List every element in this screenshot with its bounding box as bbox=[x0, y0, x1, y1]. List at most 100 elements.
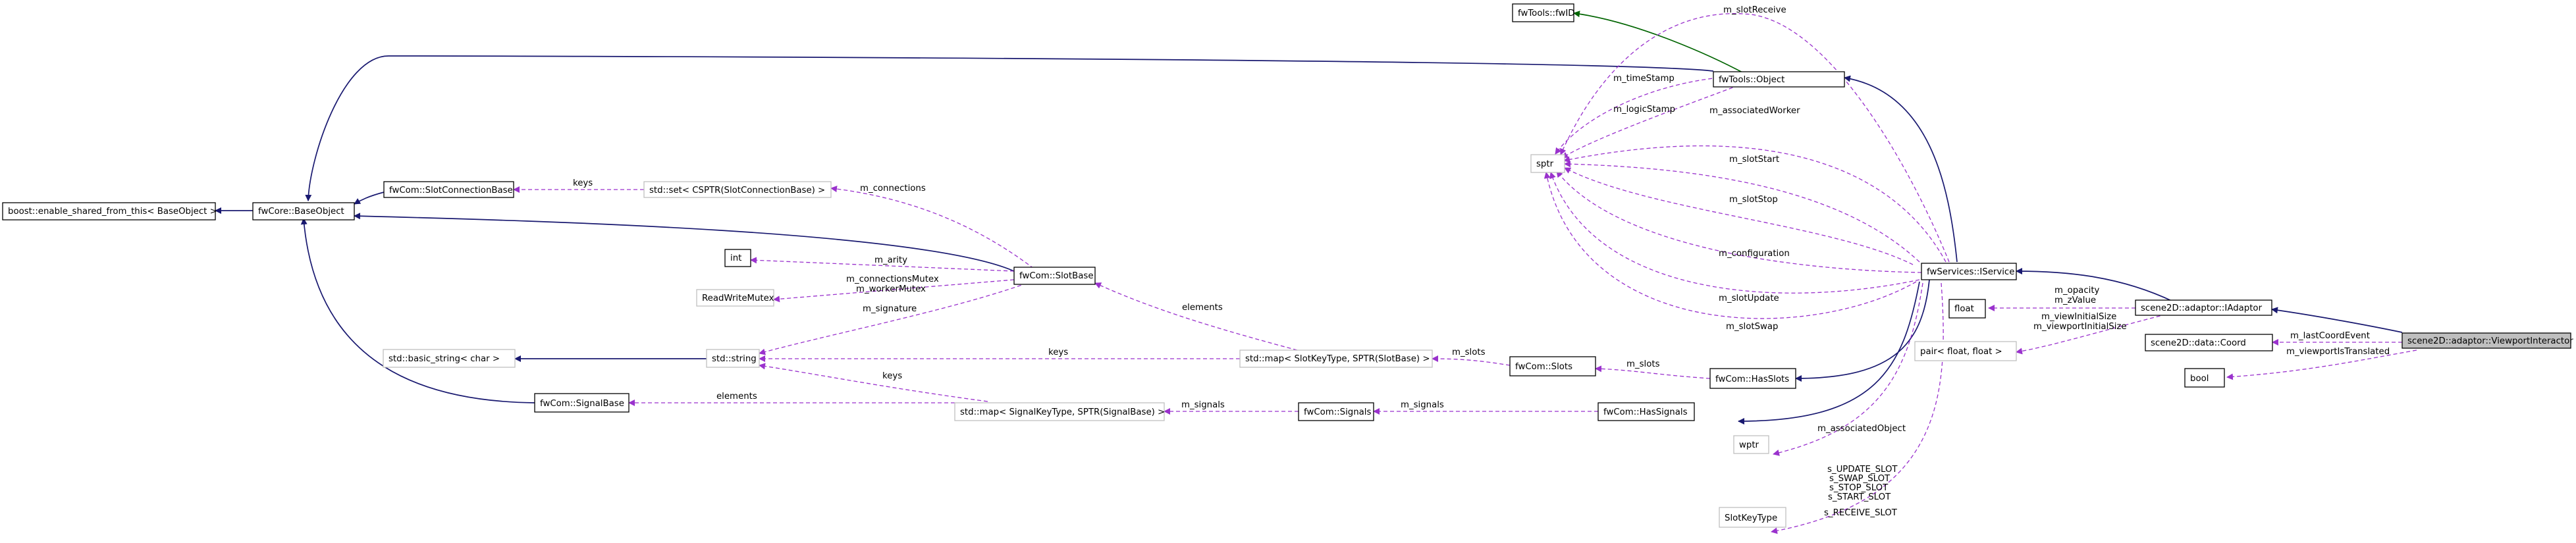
edge-use-associatedworker bbox=[1563, 145, 1946, 263]
edge-use-slotreceive bbox=[1560, 13, 1950, 263]
node-coord[interactable]: scene2D::data::Coord bbox=[2145, 334, 2273, 351]
label-m-logicstamp: m_logicStamp bbox=[1613, 105, 1675, 115]
svg-text:fwCom::SignalBase: fwCom::SignalBase bbox=[540, 399, 624, 409]
svg-text:fwCom::Slots: fwCom::Slots bbox=[1515, 362, 1572, 372]
edge-inherit-object-fwid bbox=[1573, 11, 1746, 74]
label-m-slotswap: m_slotSwap bbox=[1726, 322, 1778, 332]
label-m-slotstart: m_slotStart bbox=[1729, 155, 1779, 165]
node-object[interactable]: fwTools::Object bbox=[1713, 71, 1845, 88]
edge-use-connections bbox=[830, 186, 1034, 269]
node-base-object[interactable]: fwCore::BaseObject bbox=[252, 202, 355, 220]
label-m-signature: m_signature bbox=[863, 304, 917, 314]
node-has-slots[interactable]: fwCom::HasSlots bbox=[1709, 368, 1796, 389]
svg-text:scene2D::data::Coord: scene2D::data::Coord bbox=[2151, 338, 2246, 348]
label-s-stop-slot: s_STOP_SLOT bbox=[1829, 483, 1889, 493]
svg-text:scene2D::adaptor::ViewportInte: scene2D::adaptor::ViewportInteractor bbox=[2407, 336, 2573, 346]
svg-text:std::map< SignalKeyType, SPTR(: std::map< SignalKeyType, SPTR(SignalBase… bbox=[960, 407, 1165, 417]
node-slot-connection-base[interactable]: fwCom::SlotConnectionBase bbox=[383, 181, 514, 198]
svg-text:bool: bool bbox=[2190, 374, 2209, 384]
node-iservice[interactable]: fwServices::IService bbox=[1921, 263, 2017, 280]
svg-text:int: int bbox=[730, 253, 741, 263]
label-m-configuration: m_configuration bbox=[1719, 249, 1790, 259]
label-m-slotreceive: m_slotReceive bbox=[1723, 5, 1786, 15]
edge-use-slots-hasslots bbox=[1595, 365, 1711, 379]
label-m-signals-2: m_signals bbox=[1401, 400, 1444, 410]
label-m-workermutex: m_workerMutex bbox=[856, 284, 926, 294]
node-bool[interactable]: bool bbox=[2184, 368, 2225, 388]
edge-inherit-iservice-hasslots bbox=[1795, 279, 1930, 382]
edge-inherit-viewport-iadaptor bbox=[2271, 307, 2403, 333]
nodes: scene2D::adaptor::ViewportInteractor sce… bbox=[2, 3, 2573, 528]
node-signal-base[interactable]: fwCom::SignalBase bbox=[534, 393, 630, 413]
svg-text:std::basic_string< char >: std::basic_string< char > bbox=[389, 354, 500, 364]
edge-use-slotstop bbox=[1564, 167, 1914, 265]
edge-use-mutex bbox=[773, 279, 1015, 303]
label-keys-sigmap: keys bbox=[882, 371, 902, 381]
edge-use-arity bbox=[750, 257, 1015, 272]
edge-use-viewportistranslated bbox=[2226, 349, 2417, 380]
edge-inherit-signalbase-baseobject bbox=[300, 218, 535, 403]
svg-text:SlotKeyType: SlotKeyType bbox=[1725, 513, 1777, 523]
node-viewport-interactor[interactable]: scene2D::adaptor::ViewportInteractor bbox=[2402, 332, 2573, 349]
label-m-viewportistranslated: m_viewportIsTranslated bbox=[2286, 347, 2390, 357]
edge-use-viewsize bbox=[2016, 312, 2174, 355]
node-wptr[interactable]: wptr bbox=[1733, 435, 1769, 454]
edge-use-timestamp bbox=[1555, 77, 1719, 155]
node-pair[interactable]: pair< float, float > bbox=[1914, 341, 2017, 361]
node-map-signal[interactable]: std::map< SignalKeyType, SPTR(SignalBase… bbox=[954, 402, 1165, 421]
node-slot-key-type[interactable]: SlotKeyType bbox=[1719, 507, 1786, 528]
svg-text:float: float bbox=[1954, 304, 1974, 314]
node-string[interactable]: std::string bbox=[706, 349, 760, 368]
svg-text:ReadWriteMutex: ReadWriteMutex bbox=[702, 294, 774, 303]
edge-inherit-slotconnection-baseobject bbox=[354, 192, 385, 205]
svg-text:fwCom::HasSignals: fwCom::HasSignals bbox=[1603, 407, 1688, 417]
node-slot-base[interactable]: fwCom::SlotBase bbox=[1013, 267, 1096, 285]
node-int[interactable]: int bbox=[724, 249, 751, 267]
node-iadaptor[interactable]: scene2D::adaptor::IAdaptor bbox=[2135, 299, 2272, 316]
node-read-write-mutex[interactable]: ReadWriteMutex bbox=[696, 289, 774, 307]
svg-text:fwServices::IService: fwServices::IService bbox=[1927, 267, 2014, 277]
svg-text:fwCom::HasSlots: fwCom::HasSlots bbox=[1715, 375, 1789, 384]
edge-use-logicstamp bbox=[1561, 82, 1746, 159]
svg-text:fwCom::SlotBase: fwCom::SlotBase bbox=[1019, 271, 1094, 281]
label-m-slotstop: m_slotStop bbox=[1729, 195, 1778, 205]
node-enable-shared[interactable]: boost::enable_shared_from_this< BaseObje… bbox=[2, 202, 217, 220]
label-m-viewportinitialsize: m_viewportInitialSize bbox=[2033, 322, 2127, 332]
svg-text:wptr: wptr bbox=[1739, 440, 1759, 450]
edge-use-slots-map bbox=[1432, 355, 1511, 366]
node-sptr[interactable]: sptr bbox=[1530, 154, 1565, 173]
label-s-start-slot: s_START_SLOT bbox=[1828, 492, 1891, 502]
label-m-slots-2: m_slots bbox=[1626, 359, 1660, 369]
node-slots[interactable]: fwCom::Slots bbox=[1509, 356, 1596, 376]
node-has-signals[interactable]: fwCom::HasSignals bbox=[1597, 402, 1695, 421]
edge-inherit-iservice-object bbox=[1844, 75, 1958, 263]
node-signals[interactable]: fwCom::Signals bbox=[1298, 402, 1374, 421]
usage-edges bbox=[513, 13, 2417, 534]
edge-inherit-iadaptor-iservice bbox=[2016, 268, 2174, 302]
svg-text:fwCom::Signals: fwCom::Signals bbox=[1304, 407, 1371, 417]
label-s-swap-slot: s_SWAP_SLOT bbox=[1829, 474, 1891, 484]
node-set-cs[interactable]: std::set< CSPTR(SlotConnectionBase) > bbox=[643, 181, 832, 198]
label-m-slots-1: m_slots bbox=[1452, 348, 1486, 357]
node-map-slot[interactable]: std::map< SlotKeyType, SPTR(SlotBase) > bbox=[1239, 349, 1433, 368]
svg-text:boost::enable_shared_from_this: boost::enable_shared_from_this< BaseObje… bbox=[8, 207, 217, 217]
svg-text:std::set< CSPTR(SlotConnection: std::set< CSPTR(SlotConnectionBase) > bbox=[649, 186, 825, 195]
edge-use-keys-sigmap bbox=[759, 363, 988, 402]
edge-use-static-slots bbox=[1771, 282, 1944, 534]
label-m-viewinitialsize: m_viewInitialSize bbox=[2041, 312, 2116, 322]
label-s-receive-slot: s_RECEIVE_SLOT bbox=[1824, 508, 1898, 518]
label-elements-slot: elements bbox=[1182, 303, 1223, 313]
node-basic-string[interactable]: std::basic_string< char > bbox=[383, 349, 516, 368]
node-fwid[interactable]: fwTools::fwID bbox=[1512, 3, 1575, 22]
label-elements-sig: elements bbox=[716, 392, 757, 401]
label-s-update-slot: s_UPDATE_SLOT bbox=[1827, 465, 1898, 475]
svg-text:fwCom::SlotConnectionBase: fwCom::SlotConnectionBase bbox=[389, 186, 513, 195]
svg-text:scene2D::adaptor::IAdaptor: scene2D::adaptor::IAdaptor bbox=[2141, 303, 2263, 313]
edge-use-associatedobject bbox=[1773, 282, 1923, 456]
svg-text:fwCore::BaseObject: fwCore::BaseObject bbox=[258, 207, 344, 217]
edge-inherit-slotbase-baseobject bbox=[354, 213, 1015, 272]
label-m-signals-1: m_signals bbox=[1181, 400, 1225, 410]
label-m-arity: m_arity bbox=[874, 255, 907, 265]
node-float[interactable]: float bbox=[1948, 299, 1986, 319]
